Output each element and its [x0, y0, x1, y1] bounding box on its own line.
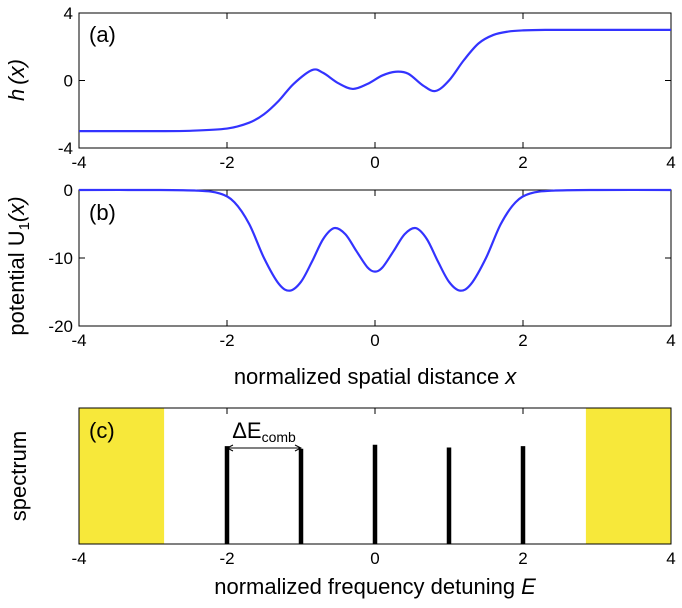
- panel-b-series-line: [78, 188, 672, 292]
- panel-a-ticks: -4 -2 0 2 4 4 0 -4: [58, 4, 676, 172]
- panel-b-ytick-label: 0: [64, 181, 73, 200]
- panel-a-ytick-label: -4: [58, 139, 73, 158]
- panel-c-xtick-label: 4: [666, 549, 675, 568]
- panel-b-ylabel-arg: (x): [4, 196, 29, 222]
- panel-a-label: (a): [89, 22, 116, 47]
- panel-b-ylabel-sub: 1: [16, 222, 33, 230]
- panel-c-annotation: ΔEcomb: [227, 418, 301, 448]
- panel-c-bars: [224, 444, 526, 544]
- panel-c-xtick-label: -4: [71, 549, 86, 568]
- panel-a-ylabel: h (x): [4, 59, 29, 101]
- delta-e-comb-sub: comb: [262, 429, 296, 445]
- panel-c-xlabel-text: normalized frequency detuning: [214, 574, 515, 599]
- panel-c-xtick-label: -2: [219, 549, 234, 568]
- panel-a-xtick-label: 2: [518, 153, 527, 172]
- panel-c: -4 -2 0 2 4 (c) ΔEcomb spectrum normalized f…: [6, 407, 676, 599]
- panel-b-frame: [78, 189, 672, 327]
- panel-a-xtick-label: 4: [666, 153, 675, 172]
- panel-a-xtick-label: -2: [219, 153, 234, 172]
- panel-b-xtick-label: 2: [518, 331, 527, 350]
- panel-b-xlabel-var: x: [504, 364, 517, 389]
- spectrum-band-2: [585, 408, 671, 544]
- panel-b-ylabel: potential U1(x): [4, 196, 33, 335]
- panel-c-bands: [79, 408, 671, 544]
- panel-b-xtick-label: -2: [219, 331, 234, 350]
- panel-b-xtick-label: -4: [71, 331, 86, 350]
- panel-c-ylabel: spectrum: [6, 431, 31, 521]
- panel-b-xlabel-text: normalized spatial distance: [234, 364, 499, 389]
- panel-a: -4 -2 0 2 4 4 0 -4 (a) h (x): [4, 4, 676, 172]
- panel-b-xtick-label: 0: [370, 331, 379, 350]
- delta-e-comb-text: ΔE: [232, 418, 261, 443]
- panel-a-series-line: [78, 28, 671, 133]
- panel-c-xtick-label: 0: [370, 549, 379, 568]
- panel-a-xtick-label: 0: [370, 153, 379, 172]
- panel-c-label: (c): [89, 418, 115, 443]
- panel-a-ylabel-arg: (x): [4, 59, 29, 85]
- panel-b-ytick-label: -20: [48, 317, 73, 336]
- spectrum-band-1: [79, 408, 165, 544]
- panel-a-ylabel-var: h: [4, 89, 29, 101]
- panel-a-ytick-label: 0: [64, 72, 73, 91]
- panel-c-xtick-label: 2: [518, 549, 527, 568]
- panel-b-ytick-label: -10: [48, 249, 73, 268]
- panel-a-xtick-label: -4: [71, 153, 86, 172]
- panel-c-xlabel-var: E: [521, 574, 536, 599]
- panel-b-ylabel-text: potential U: [4, 230, 29, 335]
- panel-b-label: (b): [89, 200, 116, 225]
- panel-b-xtick-label: 4: [666, 331, 675, 350]
- panel-a-ytick-label: 4: [64, 4, 73, 23]
- delta-e-comb-label: ΔEcomb: [232, 418, 296, 445]
- panel-c-ticks: -4 -2 0 2 4: [71, 408, 676, 568]
